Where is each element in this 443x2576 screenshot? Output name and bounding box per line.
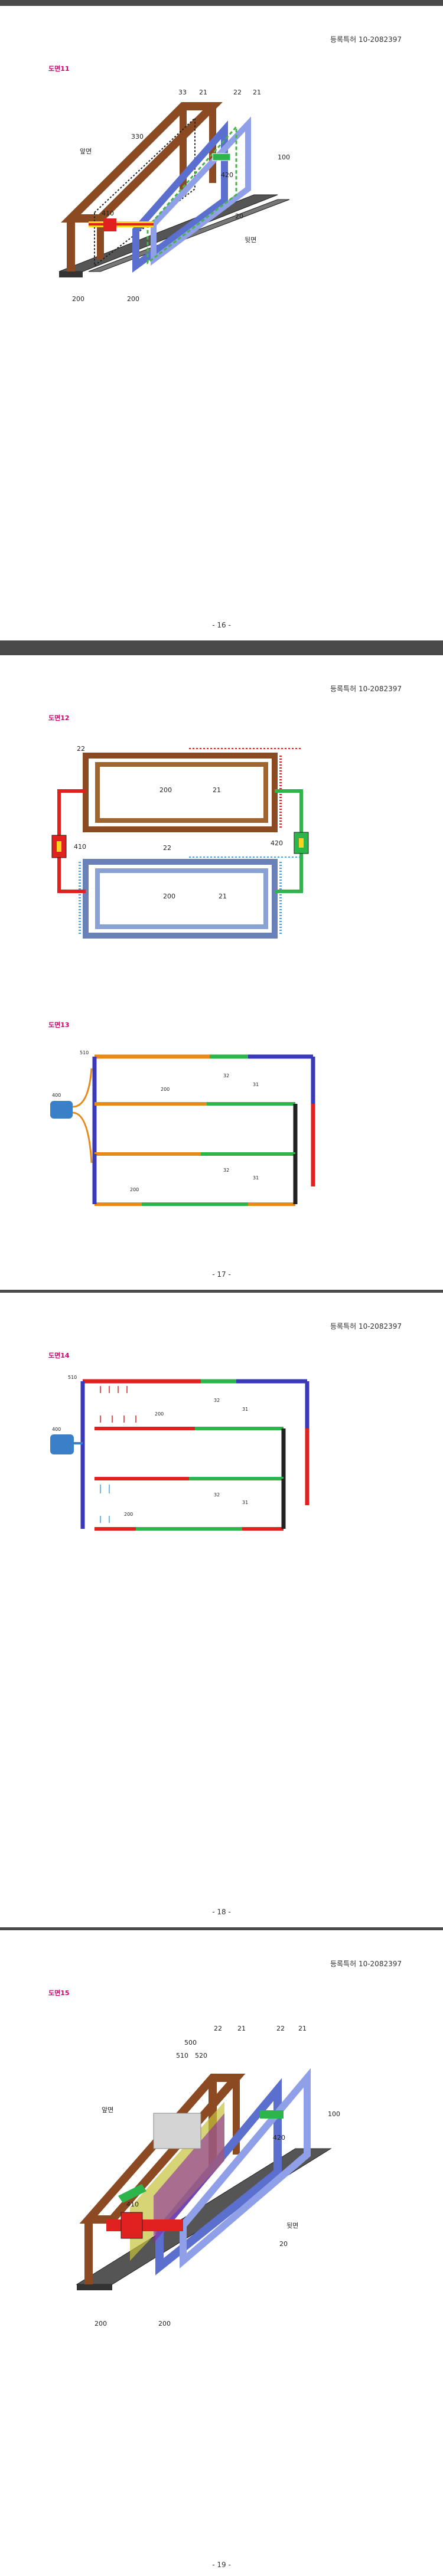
svg-text:뒷면: 뒷면 (286, 2222, 298, 2230)
svg-text:200: 200 (127, 295, 139, 303)
svg-text:21: 21 (199, 89, 207, 96)
figure-label: 도면13 (48, 1021, 70, 1029)
svg-text:앞면: 앞면 (102, 2106, 113, 2114)
svg-text:410: 410 (74, 843, 86, 851)
svg-text:200: 200 (95, 2320, 107, 2327)
figure-11-drawing: 앞면 뒷면 33 21 22 21 330 100 420 410 20 200… (58, 89, 290, 303)
svg-text:200: 200 (72, 295, 84, 303)
figure-13-drawing: 510 32 31 400 200 32 31 200 (50, 1050, 315, 1206)
svg-text:400: 400 (52, 1427, 61, 1432)
svg-text:520: 520 (195, 2052, 207, 2060)
figure-14-drawing: 510 32 31 400 200 32 31 200 (50, 1375, 310, 1531)
svg-text:500: 500 (184, 2039, 197, 2047)
svg-text:22: 22 (276, 2025, 285, 2032)
svg-text:200: 200 (163, 893, 175, 900)
svg-text:21: 21 (213, 786, 221, 794)
svg-text:200: 200 (159, 786, 172, 794)
svg-text:22: 22 (77, 745, 85, 753)
svg-text:400: 400 (52, 1093, 61, 1098)
page-number: - 18 - (212, 1908, 231, 1916)
svg-text:510: 510 (176, 2052, 188, 2060)
figure-12-labels: 22 200 21 410 420 22 200 21 (74, 745, 283, 900)
svg-text:420: 420 (271, 839, 283, 847)
svg-text:33: 33 (178, 89, 187, 96)
svg-text:21: 21 (219, 893, 227, 900)
figure-label: 도면14 (48, 1352, 70, 1359)
patent-number-header: 등록특허 10-2082397 (330, 685, 402, 693)
svg-text:510: 510 (68, 1375, 77, 1380)
document-page-19: 등록특허 10-2082397 도면15 22 21 22 21 500 510… (0, 1930, 443, 2576)
svg-text:20: 20 (235, 213, 243, 220)
svg-text:330: 330 (131, 133, 144, 140)
document-page-18: 등록특허 10-2082397 도면14 510 (0, 1293, 443, 1927)
svg-text:31: 31 (253, 1082, 259, 1087)
svg-text:32: 32 (214, 1492, 220, 1498)
patent-number-header: 등록특허 10-2082397 (330, 35, 402, 44)
svg-text:410: 410 (126, 2201, 139, 2208)
figure-12-drawing: 22 200 21 410 420 22 200 21 (51, 745, 309, 939)
svg-text:21: 21 (298, 2025, 307, 2032)
svg-text:20: 20 (279, 2240, 288, 2248)
svg-text:21: 21 (237, 2025, 246, 2032)
figure-label: 도면11 (48, 65, 70, 73)
patent-number-header: 등록특허 10-2082397 (330, 1960, 402, 1968)
svg-text:22: 22 (233, 89, 242, 96)
svg-text:420: 420 (273, 2134, 285, 2142)
svg-text:200: 200 (130, 1187, 139, 1192)
page-number: - 19 - (212, 2561, 231, 2569)
svg-text:420: 420 (221, 171, 233, 179)
svg-text:200: 200 (158, 2320, 171, 2327)
svg-text:22: 22 (214, 2025, 222, 2032)
figure-13-labels: 510 32 31 400 200 32 31 200 (52, 1050, 259, 1192)
figure-label: 도면12 (48, 714, 70, 722)
figure-label: 도면15 (48, 1989, 70, 1997)
svg-text:앞면: 앞면 (80, 148, 92, 155)
svg-text:200: 200 (155, 1411, 164, 1417)
patent-number-header: 등록특허 10-2082397 (330, 1322, 402, 1331)
svg-text:32: 32 (223, 1168, 229, 1173)
svg-text:200: 200 (161, 1087, 170, 1092)
svg-text:31: 31 (242, 1407, 248, 1412)
document-page-17: 등록특허 10-2082397 도면12 22 200 21 410 420 2… (0, 655, 443, 1290)
svg-text:410: 410 (102, 210, 114, 217)
page-number: - 16 - (212, 621, 231, 629)
svg-text:21: 21 (253, 89, 261, 96)
svg-text:22: 22 (163, 844, 171, 852)
svg-text:200: 200 (124, 1512, 133, 1517)
svg-text:31: 31 (242, 1500, 248, 1505)
figure-15-drawing: 22 21 22 21 500 510 520 100 앞면 420 410 뒷… (76, 2025, 340, 2327)
svg-text:100: 100 (328, 2110, 340, 2118)
svg-text:32: 32 (214, 1398, 220, 1403)
svg-text:32: 32 (223, 1073, 229, 1078)
svg-text:뒷면: 뒷면 (245, 236, 256, 244)
svg-text:510: 510 (80, 1050, 89, 1055)
page-number: - 17 - (212, 1270, 231, 1279)
svg-text:100: 100 (278, 153, 290, 161)
figure-14-labels: 510 32 31 400 200 32 31 200 (52, 1375, 248, 1517)
document-page-16: 등록특허 10-2082397 도면11 앞면 뒷면 33 21 22 21 (0, 6, 443, 640)
figure-15-labels: 22 21 22 21 500 510 520 100 앞면 420 410 뒷… (95, 2025, 340, 2327)
figure-11-labels: 앞면 뒷면 33 21 22 21 330 100 420 410 20 200… (72, 89, 290, 303)
svg-text:31: 31 (253, 1175, 259, 1181)
